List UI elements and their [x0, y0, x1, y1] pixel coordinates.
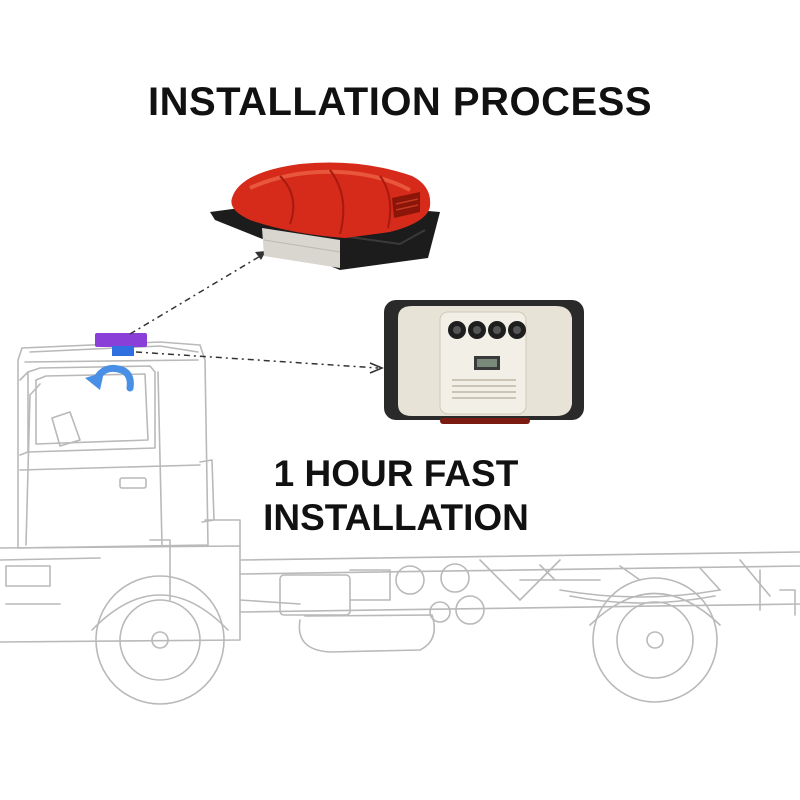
- installation-tagline: 1 HOUR FAST INSTALLATION: [236, 452, 556, 540]
- indoor-control-panel-image: [384, 300, 584, 424]
- connector-roof: [129, 254, 263, 335]
- connector-panel: [135, 351, 379, 369]
- rotate-arrow-icon: [85, 364, 134, 392]
- roof-unit-marker: [95, 333, 147, 347]
- tagline-line-1: 1 HOUR FAST: [273, 453, 519, 494]
- truck-line-art: [0, 341, 800, 705]
- tagline-line-2: INSTALLATION: [263, 497, 529, 538]
- page-title: INSTALLATION PROCESS: [147, 80, 653, 124]
- connector-panel-arrowhead: [369, 362, 384, 374]
- connector-roof-arrowhead: [255, 251, 266, 260]
- rooftop-ac-unit-image: [210, 162, 440, 270]
- cab-panel-marker: [112, 346, 134, 356]
